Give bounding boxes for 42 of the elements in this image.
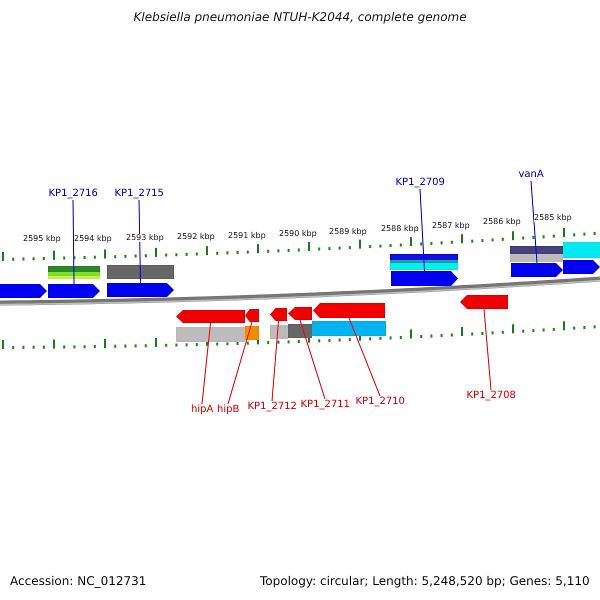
leader-line [348,318,380,396]
gene-feature [48,284,100,298]
scale-label: 2595 kbp [23,235,61,243]
scale-label: 2587 kbp [432,222,470,230]
leader-line [530,180,538,264]
scale-label: 2590 kbp [279,230,317,238]
scale-label: 2589 kbp [329,228,367,236]
gene-feature [288,307,312,320]
scale-label: 2592 kbp [177,233,215,241]
gene-label: hipB [217,405,240,415]
leader-line [202,322,211,404]
gene-feature [107,283,174,297]
leader-line [484,308,492,390]
scale-label: 2585 kbp [534,214,572,222]
title: Klebsiella pneumoniae NTUH-K2044, complete genome [134,11,467,23]
gene-label: KP1_2716 [48,189,98,199]
leader-line [228,322,252,404]
gene-feature [511,263,563,277]
gene-label: hipA [191,405,214,415]
gene-label: KP1_2715 [114,189,164,199]
footer-text: Accession: NC_012731 [10,575,146,587]
leader-line [300,320,326,400]
scale-label: 2593 kbp [126,234,164,242]
gene-label: KP1_2712 [248,402,297,412]
gene-feature [391,271,458,286]
scale-label: 2586 kbp [483,218,521,226]
leader-line [72,200,74,284]
leader-line [272,320,279,402]
gene-feature [245,309,259,322]
footer-text: Topology: circular; Length: 5,248,520 bp; Genes: 5,110 [260,575,590,587]
leader-line [138,200,141,284]
scale-label: 2594 kbp [74,235,112,243]
leader-line [420,188,425,272]
gene-label: KP1_2711 [300,400,350,410]
gene-label: KP1_2710 [356,397,405,407]
scale-label: 2591 kbp [228,232,266,240]
gene-label: KP1_2709 [396,178,445,188]
gene-feature [270,308,287,321]
scale-label: 2588 kbp [381,225,419,233]
gene-feature [460,295,508,309]
gene-label: KP1_2708 [466,391,516,401]
gene-label: vanA [518,170,544,180]
